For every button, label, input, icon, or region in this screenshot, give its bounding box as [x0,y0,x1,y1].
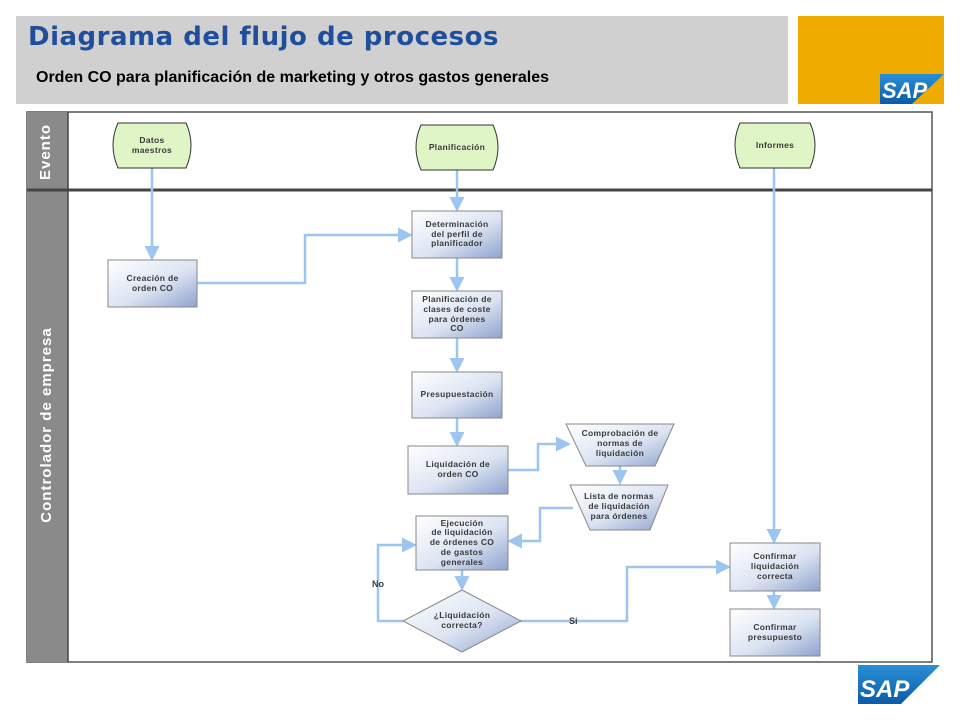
node-text-ejecucion-liquidacion: Ejecución de liquidación de órdenes CO d… [429,517,495,567]
node-text-creacion-orden: Creación de orden CO [126,272,179,293]
node-text-informes: Informes [755,139,795,150]
process-ejecucion-liquidacion [415,515,509,571]
node-text-confirmar-liquidacion: Confirmar liquidación correcta [750,551,800,581]
edge-label-si: Sí [569,616,578,626]
node-text-lista-normas: Lista de normas de liquidación para órde… [584,491,654,521]
lane-label-controlador: Controlador de empresa [38,327,55,523]
sap-logo-footer [858,665,940,704]
node-text-confirmar-presupuesto: Confirmar presupuesto [747,621,803,642]
doc-comprobacion-normas [565,423,675,467]
edge-decision-no [376,537,417,623]
page-title: Diagrama del flujo de procesos [28,22,499,52]
edge-decision-si [520,559,731,623]
node-text-liquidacion-orden: Liquidación de orden CO [425,459,491,479]
lane-label-bar [27,112,68,662]
process-planificacion-clases [411,290,503,339]
sap-logo-footer-text: SAP [860,676,910,703]
node-text-determinacion-perfil: Determinación del perfil de planificador [425,218,489,249]
process-determinacion-perfil [411,210,503,259]
event-informes [734,122,816,169]
sap-logo-shape [880,74,944,104]
process-liquidacion-orden [407,445,509,495]
edge-creacion-to-determinacion [197,227,413,285]
node-text-liquidacion-correcta: ¿Liquidación correcta? [433,610,491,630]
node-text-presupuestacion: Presupuestación [420,389,494,400]
node-text-planificacion-clases: Planificación de clases de coste para ór… [422,293,492,334]
node-text-datos-maestros: Datos maestros [131,134,173,155]
edge-label-no: No [372,579,384,589]
edge-liquidacion-to-comprobacion [508,436,571,472]
event-datos-maestros [112,122,192,169]
event-planificacion [415,124,499,171]
node-text-planificacion: Planificación [428,141,486,152]
lane-label-evento: Evento [37,124,54,181]
process-confirmar-presupuesto [729,608,821,657]
header-bar [16,16,788,104]
node-text-comprobacion-normas: Comprobación de normas de liquidación [581,428,659,458]
process-creacion-orden [107,259,198,308]
process-confirmar-liquidacion [729,542,821,592]
sap-logo-text: SAP [882,78,928,103]
page-subtitle: Orden CO para planificación de marketing… [36,69,550,86]
sap-logo-header: SAP [798,16,944,104]
process-presupuestacion [411,371,503,419]
decision-liquidacion-correcta [401,589,523,653]
doc-lista-normas [569,484,669,531]
edge-lista-to-ejecucion [507,506,573,549]
